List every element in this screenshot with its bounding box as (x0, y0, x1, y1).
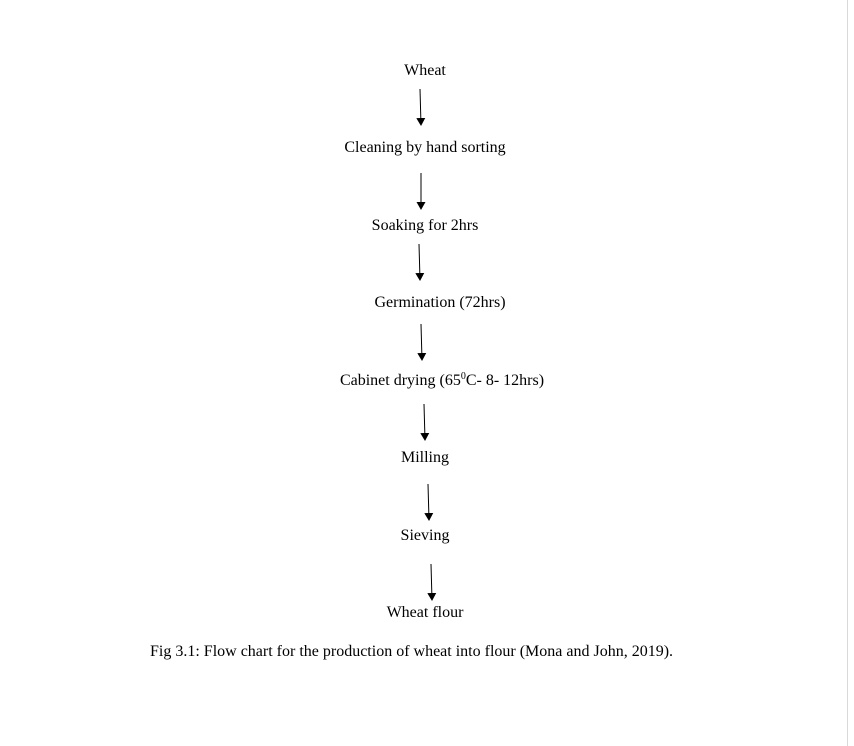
step-germination: Germination (72hrs) (374, 294, 506, 311)
arrow-sieving-to-flour (427, 563, 437, 601)
arrow-milling-to-sieving (424, 483, 434, 521)
step-cleaning: Cleaning by hand sorting (344, 139, 506, 156)
step-wheat: Wheat (404, 62, 446, 79)
arrow-wheat-to-cleaning (416, 88, 426, 126)
step-sieving: Sieving (400, 527, 450, 544)
arrow-germination-to-drying (417, 323, 427, 361)
arrow-drying-to-milling (420, 403, 430, 441)
arrow-soaking-to-germination (415, 243, 425, 281)
figure-caption: Fig 3.1: Flow chart for the production o… (150, 643, 674, 660)
step-wheat-flour: Wheat flour (386, 604, 464, 621)
step-milling: Milling (400, 449, 450, 466)
step-soaking: Soaking for 2hrs (371, 217, 479, 234)
step-cabinet-drying: Cabinet drying (650C- 8- 12hrs) (339, 371, 545, 390)
